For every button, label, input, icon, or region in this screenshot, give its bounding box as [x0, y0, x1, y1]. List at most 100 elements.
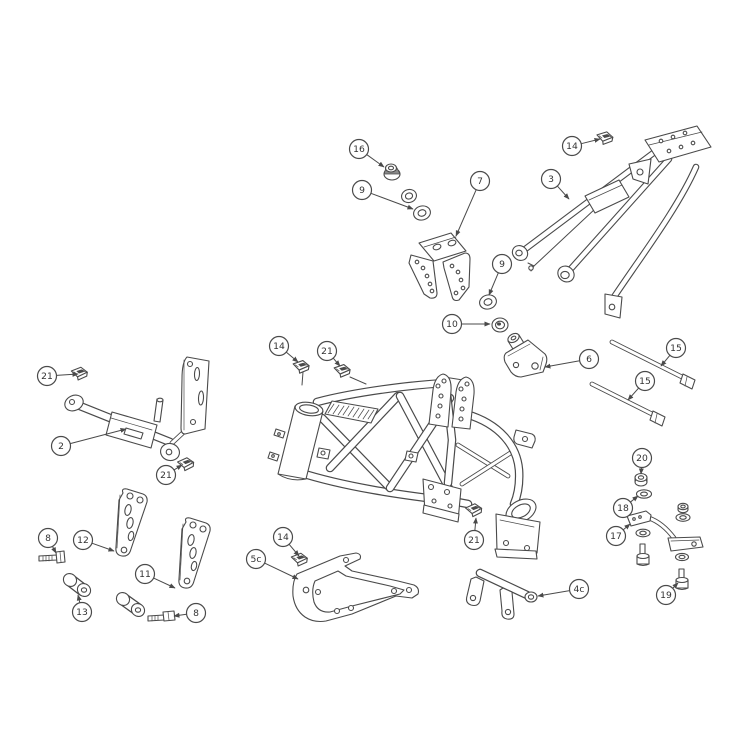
frame-rear-tab [513, 429, 536, 449]
callout-20-nut: 20 [631, 447, 653, 475]
callout-18-washer: 18 [612, 495, 639, 519]
leader-line [630, 495, 639, 503]
balloon-circle [36, 365, 58, 387]
balloon-label: 2 [58, 441, 64, 452]
leader-line [91, 542, 115, 552]
long-bolt-15-upper [612, 342, 696, 390]
support-bracket-group [626, 472, 704, 590]
leader-line [76, 594, 82, 603]
flange-nut-16 [383, 163, 401, 181]
callout-21-clip: 21 [316, 340, 341, 367]
washer-9-right [479, 294, 497, 310]
leader-line [70, 428, 127, 445]
callout-2-stand-bracket: 2 [50, 428, 127, 457]
callout-14-clip: 14 [272, 526, 300, 557]
balloon-label: 17 [610, 531, 622, 542]
balloon-circle [272, 526, 294, 548]
callout-21-clip: 21 [155, 464, 183, 486]
balloon-label: 7 [477, 176, 483, 187]
balloon-circle [268, 335, 290, 357]
balloon-circle [491, 253, 513, 275]
leader-line [153, 577, 176, 589]
leader-line [455, 189, 477, 237]
bolt-mid [636, 543, 650, 566]
washer-18 [635, 489, 653, 499]
leader-line [51, 546, 57, 554]
callout-14-clip: 14 [561, 135, 601, 157]
balloon-circle [568, 578, 590, 600]
callout-9-washer: 9 [351, 179, 414, 210]
balloon-label: 12 [77, 535, 89, 546]
frame-tubes [298, 383, 519, 504]
leader-line [173, 612, 187, 618]
leader-line [366, 154, 385, 168]
leader-line [488, 272, 499, 296]
balloon-circle [665, 337, 687, 359]
callout-16-flange-nut: 16 [348, 138, 385, 168]
clip-21-left-lower [176, 456, 195, 472]
balloon-circle [351, 179, 373, 201]
frame-vin-plate-hatch [324, 400, 379, 424]
leader-line [288, 543, 300, 557]
callout-21-clip: 21 [463, 517, 485, 551]
callout-9-washer: 9 [488, 253, 513, 296]
callout-15-long-bolt: 15 [660, 337, 687, 367]
balloon-label: 4c [574, 584, 585, 595]
balloon-label: 8 [193, 608, 199, 619]
nut-small-right [677, 502, 689, 514]
balloon-label: 11 [139, 569, 151, 580]
callout-5c-lower-bracket: 5c [245, 548, 299, 580]
leader-line [544, 360, 580, 369]
hanger-plate-11 [178, 517, 211, 589]
clip-21-left [69, 365, 89, 382]
callout-8-bolt: 8 [173, 602, 207, 624]
leader-line [285, 351, 299, 363]
leader-line [332, 357, 341, 367]
callout-13-spacer-bushing: 13 [71, 594, 93, 623]
callout-11-hanger-plate: 11 [134, 563, 176, 589]
callout-14-clip: 14 [268, 335, 299, 363]
balloon-circle [245, 548, 267, 570]
spacer-bushing-13a [62, 572, 92, 598]
leader-line [672, 582, 679, 589]
balloon-label: 14 [273, 341, 285, 352]
long-bolt-15-lower [592, 384, 666, 427]
frame-small-tabs [316, 447, 419, 463]
clip-position-lines [301, 371, 367, 386]
rear-subframe [511, 125, 712, 319]
callout-7-engine-mount-bracket: 7 [455, 170, 491, 237]
balloon-label: 21 [468, 535, 480, 546]
washer-right-lower [674, 552, 690, 562]
clip-14-frame [291, 358, 311, 376]
stand-bracket-2 [64, 356, 210, 462]
balloon-label: 21 [41, 371, 53, 382]
frame-headstock [267, 401, 324, 481]
balloon-circle [540, 168, 562, 190]
balloon-label: 20 [636, 453, 648, 464]
balloon-label: 15 [639, 376, 651, 387]
balloon-label: 21 [160, 470, 172, 481]
callout-6-pivot-bracket: 6 [544, 348, 600, 370]
balloon-circle [605, 525, 627, 547]
balloon-label: 10 [446, 319, 458, 330]
callout-21-clip: 21 [36, 365, 79, 387]
balloon-label: 13 [76, 607, 88, 618]
callout-15-long-bolt: 15 [627, 370, 656, 401]
bolt-8-right [147, 610, 176, 622]
leader-line [627, 387, 640, 401]
frame-shock-tower-plates [428, 373, 475, 430]
hanger-plate-12 [115, 488, 148, 557]
balloon-circle [578, 348, 600, 370]
main-frame [267, 371, 541, 560]
balloon-label: 3 [548, 174, 554, 185]
callout-19-bolt: 19 [655, 582, 679, 606]
balloon-label: 8 [45, 533, 51, 544]
balloon-circle [185, 602, 207, 624]
leader-line [581, 137, 601, 145]
balloon-circle [50, 435, 72, 457]
balloon-circle [316, 340, 338, 362]
clip-21-frame [332, 362, 352, 380]
balloon-circle [71, 601, 93, 623]
